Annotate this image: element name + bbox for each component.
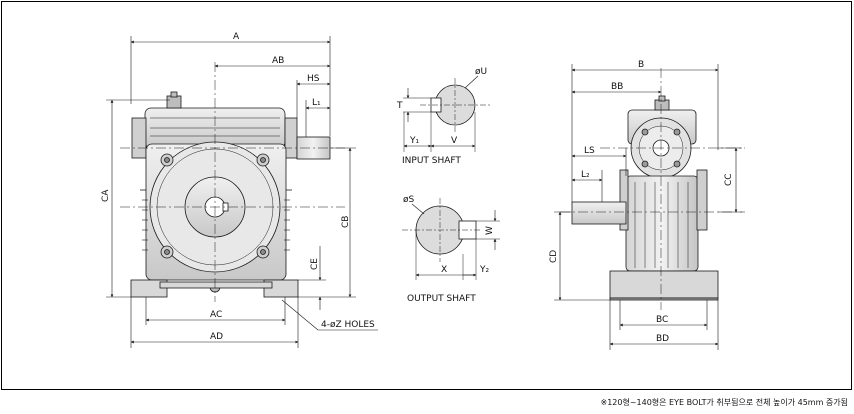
- front-cover-bolts: [160, 153, 270, 259]
- side-output-shaft: [571, 201, 627, 225]
- label-CC: CC: [724, 173, 734, 186]
- label-HS: HS: [307, 74, 320, 84]
- label-L1: L₁: [312, 98, 321, 108]
- title-input-shaft: INPUT SHAFT: [402, 156, 461, 166]
- label-BD: BD: [656, 334, 669, 344]
- front-right-cap: [284, 117, 298, 159]
- side-flange-bolts: [641, 128, 681, 168]
- front-eye-bolt: [166, 95, 182, 109]
- front-left-cap: [131, 117, 147, 159]
- input-shaft-detail: [403, 75, 490, 152]
- label-CB: CB: [341, 216, 351, 228]
- front-dimensions: [106, 36, 378, 348]
- label-phiS: øS: [403, 195, 415, 205]
- side-eye-bolt: [654, 99, 670, 111]
- drawing-frame: [1, 1, 852, 390]
- label-Y2: Y₂: [479, 265, 489, 275]
- footnote: ※120형~140형은 EYE BOLT가 취부됨으로 전체 높이가 45mm …: [600, 398, 848, 407]
- label-A: A: [233, 32, 240, 42]
- label-CA: CA: [101, 189, 111, 202]
- front-left-foot: [130, 279, 168, 298]
- label-AD: AD: [210, 332, 223, 342]
- label-CE: CE: [310, 258, 320, 270]
- label-holes: 4-øZ HOLES: [321, 320, 375, 330]
- label-W: W: [485, 226, 495, 235]
- output-shaft-detail: [402, 198, 500, 280]
- label-L2: L₂: [581, 170, 590, 180]
- label-phiU: øU: [475, 67, 487, 77]
- side-main-body: [625, 175, 699, 272]
- label-BB: BB: [611, 82, 623, 92]
- front-right-foot: [263, 279, 299, 298]
- label-V: V: [451, 136, 458, 146]
- label-BC: BC: [656, 315, 668, 325]
- technical-drawing: A AB HS L₁ CA CB CE AC AD 4-øZ HOLES øU …: [101, 32, 745, 350]
- label-AB: AB: [272, 56, 284, 66]
- label-B: B: [638, 60, 644, 70]
- side-base: [609, 270, 719, 299]
- label-CD: CD: [549, 250, 559, 263]
- side-view: [560, 68, 745, 310]
- label-AC: AC: [210, 310, 222, 320]
- label-LS: LS: [584, 146, 595, 156]
- label-X: X: [441, 265, 447, 275]
- title-output-shaft: OUTPUT SHAFT: [407, 294, 476, 304]
- label-Y1: Y₁: [409, 136, 419, 146]
- label-T: T: [396, 101, 403, 111]
- side-dimensions: [554, 64, 742, 350]
- front-view: [120, 62, 345, 302]
- dimension-labels: A AB HS L₁ CA CB CE AC AD 4-øZ HOLES øU …: [101, 32, 734, 344]
